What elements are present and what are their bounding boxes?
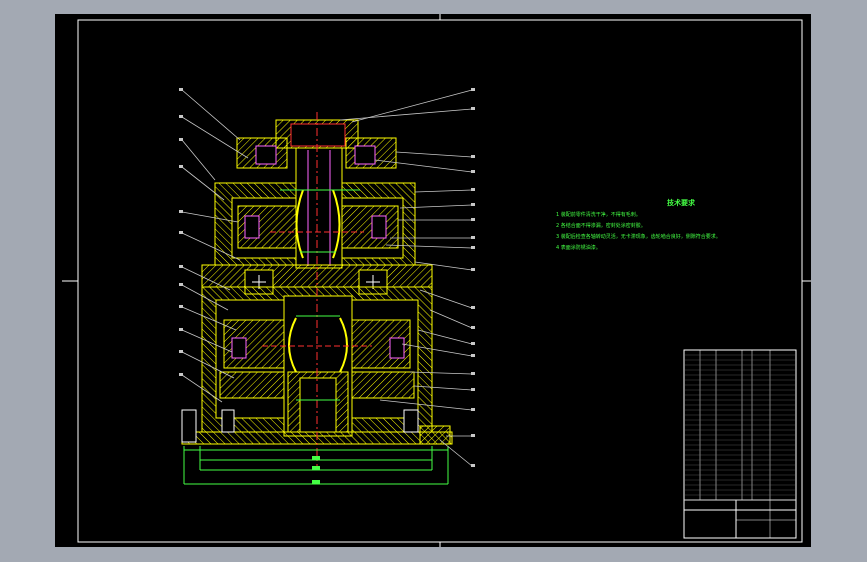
technical-note-2: 2 各结合面不得渗漏，密封处涂密封胶。 xyxy=(556,223,646,229)
leader-markers-left xyxy=(179,88,183,376)
assembly-section-view xyxy=(181,112,453,470)
technical-note-1: 1 装配前零件清洗干净，不得有毛刺。 xyxy=(556,212,641,218)
technical-note-4: 4 表面涂防锈油漆。 xyxy=(556,245,601,251)
technical-requirements: 技术要求 1 装配前零件清洗干净，不得有毛刺。 2 各结合面不得渗漏，密封处涂密… xyxy=(556,198,796,254)
leader-lines-left xyxy=(181,89,249,403)
parts-list-table xyxy=(683,349,797,539)
right-bolt xyxy=(403,409,419,433)
technical-note-3: 3 装配后检查各轴转动灵活，无卡滞现象，齿轮啮合良好，侧隙符合要求。 xyxy=(556,234,721,240)
parts-list-rows xyxy=(684,354,796,501)
main-shaft-upper xyxy=(295,147,343,269)
dimension-lines xyxy=(183,189,449,485)
leader-markers-right xyxy=(471,88,475,467)
technical-requirements-title: 技术要求 xyxy=(667,199,695,207)
leader-lines-right xyxy=(339,89,473,467)
left-bolt xyxy=(181,409,197,443)
